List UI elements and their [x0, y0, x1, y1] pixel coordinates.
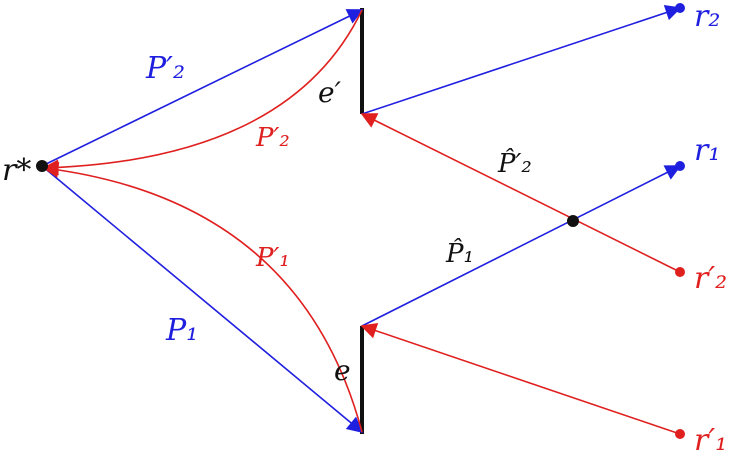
node-intersection [567, 215, 579, 227]
label-r1: r₁ [694, 133, 720, 168]
path-p1-hat [361, 165, 682, 327]
node-r2-prime [675, 267, 685, 277]
node-r1 [675, 161, 685, 171]
label-p2-prime-red: P′₂ [255, 123, 290, 153]
path-p2-prime-hat [360, 113, 681, 273]
path-r1-prime-to-e [360, 323, 681, 435]
path-p1-prime-red [42, 161, 363, 433]
path-p2-prime-blue [41, 9, 364, 167]
label-p2-prime-blue: P′₂ [145, 51, 185, 86]
label-e: e [334, 354, 351, 387]
path-p1-blue [41, 165, 364, 434]
node-r1-prime [675, 429, 685, 439]
label-r2-prime: r′₂ [694, 261, 727, 296]
label-r-star: r* [2, 153, 31, 188]
label-r1-prime: r′₁ [694, 423, 727, 458]
label-p1-blue: P₁ [165, 313, 198, 348]
label-r2: r₂ [694, 0, 720, 34]
label-e-prime: e′ [318, 76, 342, 109]
label-p1-hat: P̂₁ [445, 238, 474, 269]
label-p1-prime-red: P′₁ [255, 243, 290, 273]
node-r-star [36, 160, 48, 172]
label-p2-prime-hat: P̂′₂ [497, 148, 532, 179]
path-e-prime-to-r2 [361, 4, 682, 115]
node-r2 [675, 3, 685, 13]
path-p2-prime-red [42, 9, 363, 176]
